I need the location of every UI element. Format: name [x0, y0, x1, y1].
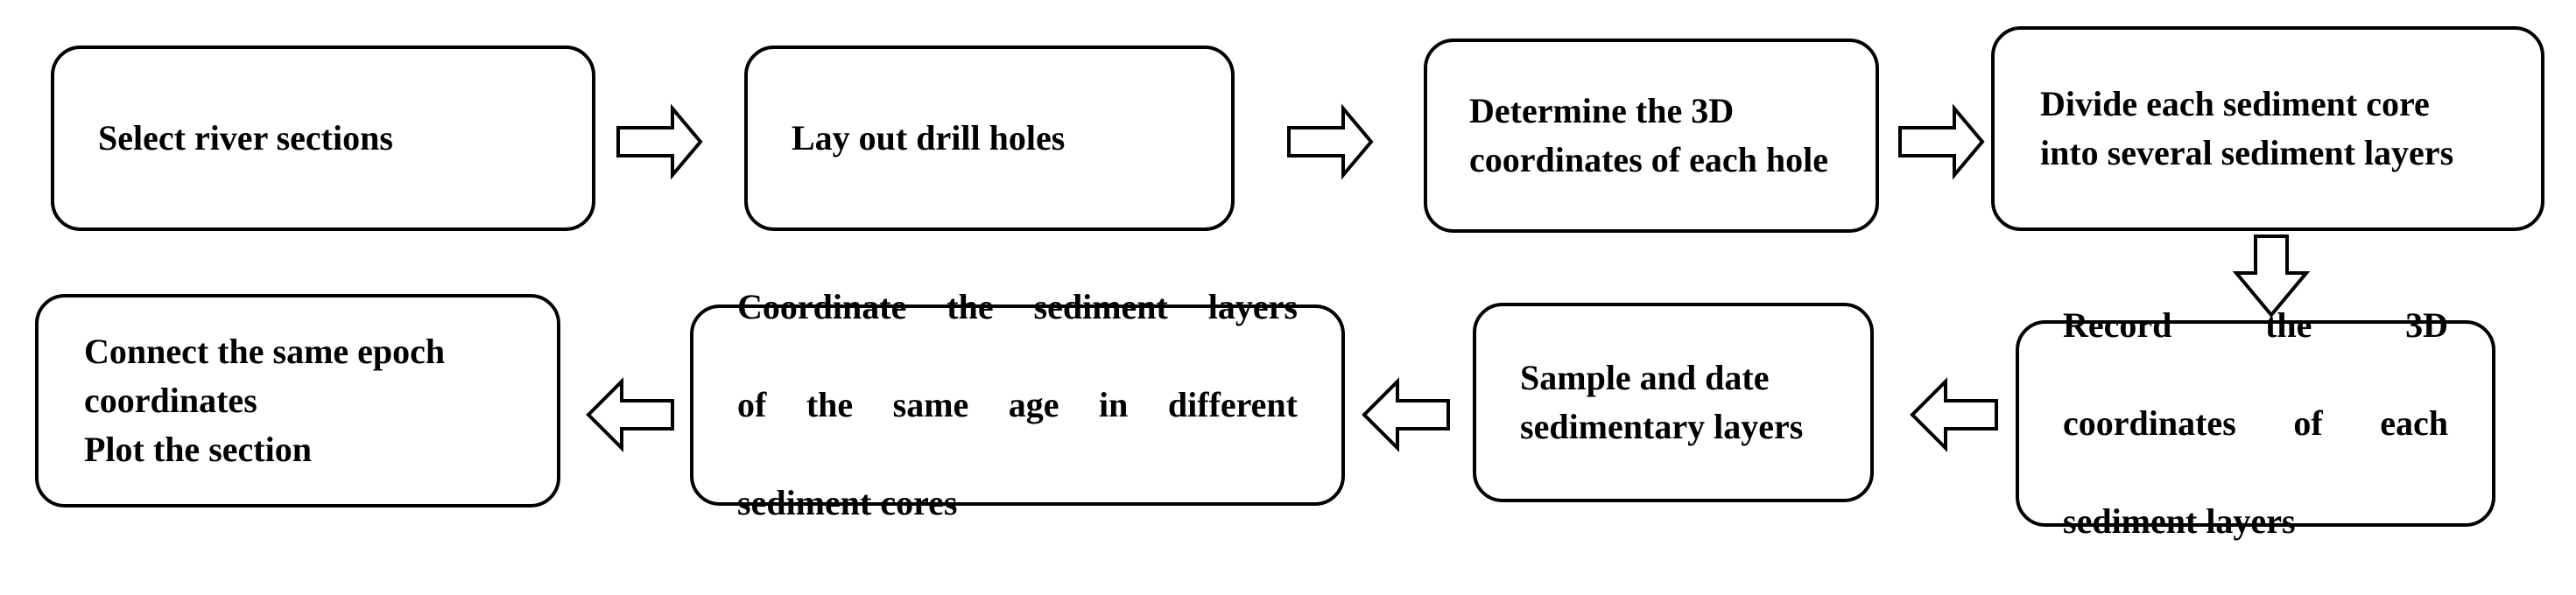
step-coordinate-sediment-layers: Coordinate the sediment layers of the sa…: [690, 287, 1345, 522]
step-lay-out-drill-holes: Lay out drill holes: [744, 46, 1235, 231]
arrow-left-icon: [1910, 377, 1998, 452]
step-label: Divide each sediment core into several s…: [2040, 84, 2454, 172]
step-select-river-sections: Select river sections: [51, 46, 595, 231]
step-determine-hole-coordinates: Determine the 3D coordinates of each hol…: [1424, 38, 1879, 233]
step-label: Sample and date sedimentary layers: [1520, 358, 1804, 446]
step-label: Connect the same epoch coordinates Plot …: [84, 332, 446, 469]
step-label-line: sediment cores: [737, 483, 958, 522]
step-label-line: Coordinate the sediment layers: [737, 287, 1298, 326]
step-label: Select river sections: [98, 118, 393, 158]
step-sample-and-date: Sample and date sedimentary layers: [1473, 303, 1874, 502]
arrow-right-icon: [1898, 103, 1985, 180]
step-connect-and-plot: Connect the same epoch coordinates Plot …: [35, 294, 560, 508]
arrow-right-icon: [1287, 103, 1374, 180]
step-record-layer-coordinates: Record the 3D coordinates of each sedime…: [2016, 305, 2495, 541]
step-label-line: of the same age in different: [737, 385, 1298, 424]
step-label: Determine the 3D coordinates of each hol…: [1469, 91, 1828, 179]
step-label: Lay out drill holes: [792, 118, 1066, 158]
step-label-line: Record the 3D: [2063, 305, 2448, 345]
arrow-left-icon: [1362, 377, 1450, 452]
arrow-left-icon: [586, 377, 674, 452]
step-label-line: coordinates of each: [2063, 403, 2448, 443]
step-label: Coordinate the sediment layers of the sa…: [737, 234, 1298, 577]
step-label-line: sediment layers: [2063, 501, 2296, 541]
step-label: Record the 3D coordinates of each sedime…: [2063, 252, 2448, 595]
arrow-right-icon: [616, 103, 703, 180]
step-divide-sediment-core: Divide each sediment core into several s…: [1991, 26, 2544, 231]
